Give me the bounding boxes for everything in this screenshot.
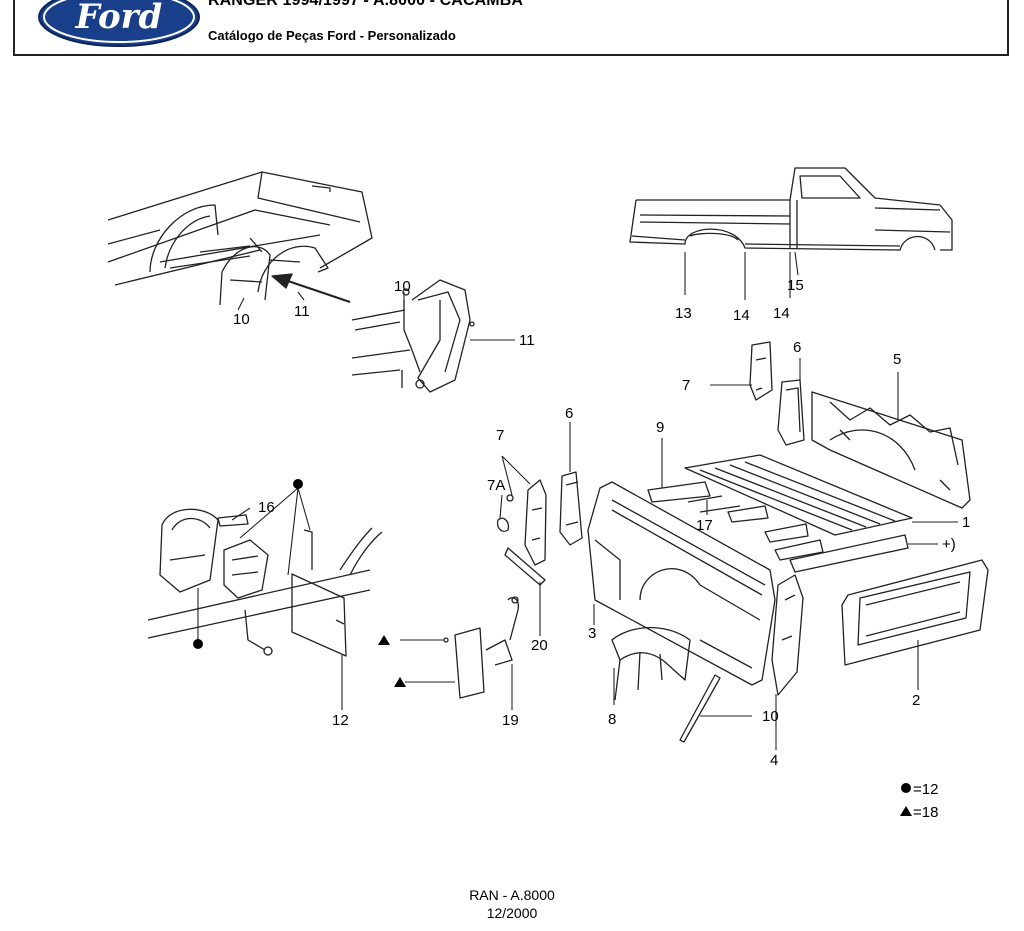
callout-15: 15 — [787, 277, 804, 294]
svg-text:Ford: Ford — [75, 0, 163, 37]
bolt-marker-icon — [193, 639, 203, 649]
callout-7: 7 — [496, 427, 504, 444]
bolt-marker-icon — [901, 783, 911, 793]
callout-10: 10 — [394, 278, 411, 295]
wheelhouse-8-illustration — [611, 626, 691, 681]
callout-5: 5 — [893, 351, 901, 368]
wheelhouse-bracket-illustration — [351, 279, 475, 393]
callout-14: 14 — [733, 307, 750, 324]
nut-marker-icon — [378, 635, 390, 645]
callout-20: 20 — [531, 637, 548, 654]
legend-circle-text: =12 — [913, 781, 938, 798]
nut-marker-icon — [394, 677, 406, 687]
callout-10: 10 — [233, 311, 250, 328]
callout-7A: 7A — [487, 477, 505, 494]
fuel-filler-illustration — [147, 508, 383, 657]
callout-7: 7 — [682, 377, 690, 394]
callout-14: 14 — [773, 305, 790, 322]
corner-post-7-top — [749, 341, 773, 401]
footer-date: 12/2000 — [486, 905, 538, 921]
ford-logo-icon: Ford — [38, 0, 200, 47]
callout-11: 11 — [294, 303, 310, 320]
callout-plus: +) — [942, 536, 956, 553]
truck-profile-illustration — [629, 167, 953, 251]
callout-17: 17 — [696, 517, 713, 534]
front-panel-illustration — [811, 391, 971, 509]
callout-2: 2 — [912, 692, 920, 709]
tailgate-illustration — [841, 559, 989, 666]
callout-8: 8 — [608, 711, 616, 728]
callout-4: 4 — [770, 752, 778, 769]
bed-side-panel-illustration — [587, 481, 776, 686]
catalog-header: Ford RANGER 1994/1997 - A.8000 - CACAMBA… — [13, 0, 1009, 56]
nut-marker-icon — [900, 806, 912, 816]
page-subtitle: Catálogo de Peças Ford - Personalizado — [208, 28, 456, 43]
callout-6: 6 — [565, 405, 573, 422]
callout-19: 19 — [502, 712, 519, 729]
legend: =12 =18 — [900, 781, 938, 821]
bolt-marker-icon — [293, 479, 303, 489]
page-title: RANGER 1994/1997 - A.8000 - CACAMBA — [208, 0, 524, 9]
bed-floor-illustration — [684, 454, 913, 536]
callout-1: 1 — [962, 514, 970, 531]
callout-16: 16 — [258, 499, 275, 516]
callout-10: 10 — [762, 708, 779, 725]
callout-6: 6 — [793, 339, 801, 356]
legend-triangle-text: =18 — [913, 804, 938, 821]
corner-post-4-illustration — [771, 574, 804, 696]
bed-interior-illustration — [107, 171, 373, 306]
callout-9: 9 — [656, 419, 664, 436]
callout-12: 12 — [332, 712, 349, 729]
callout-13: 13 — [675, 305, 692, 322]
stake-pocket-6-top — [777, 379, 805, 446]
footer-code: RAN - A.8000 — [469, 887, 555, 903]
callout-3: 3 — [588, 625, 596, 642]
callout-11: 11 — [519, 332, 535, 349]
